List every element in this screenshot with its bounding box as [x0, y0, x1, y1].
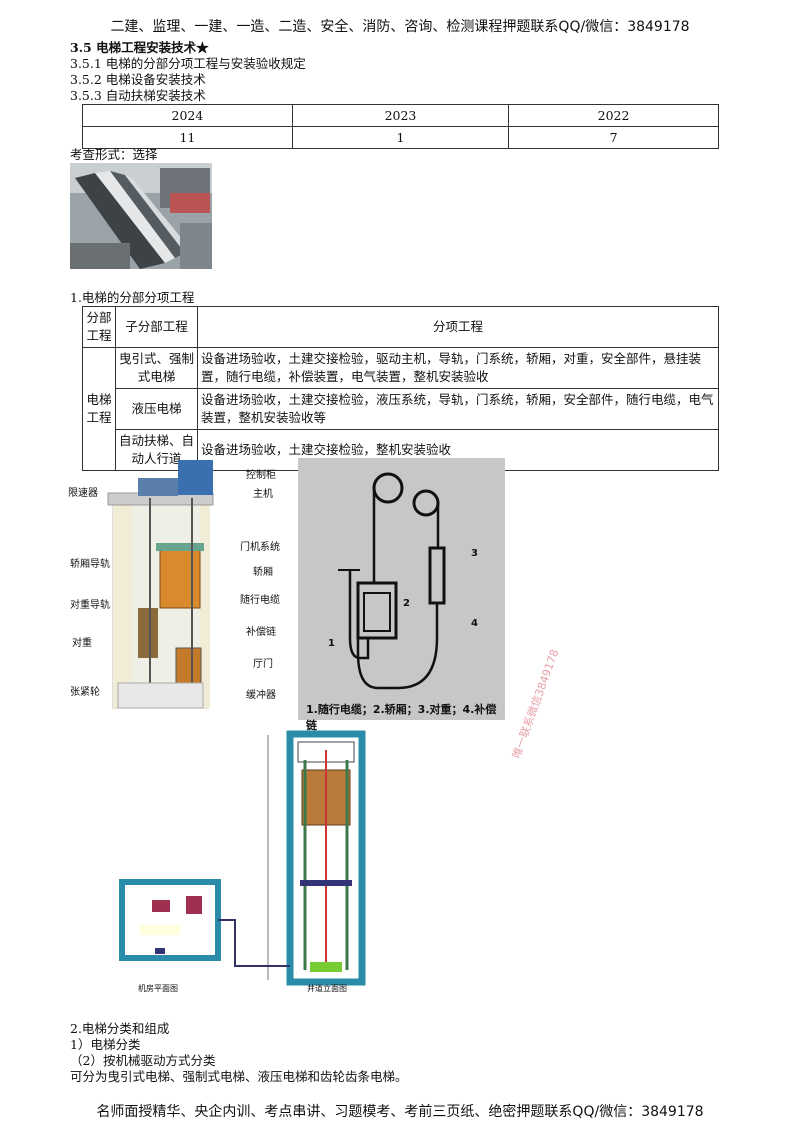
items-cell: 设备进场验收，土建交接检验，驱动主机，导轨，门系统，轿厢，对重，安全部件，悬挂装… — [197, 347, 719, 389]
items-cell: 设备进场验收，土建交接检验，液压系统，导轨，门系统，轿厢，安全部件，随行电缆，电… — [197, 388, 719, 430]
year-header: 2024 — [82, 104, 293, 127]
year-header: 2023 — [291, 104, 510, 127]
year-count: 1 — [291, 126, 510, 149]
watermark: 唯一联系微信3849178 — [509, 647, 562, 761]
heading-2: 2.电梯分类和组成 — [70, 1021, 170, 1036]
subdivision-table: 分部工程 子分部工程 分项工程 电梯工程 曳引式、强制式电梯 设备进场验收，土建… — [82, 306, 719, 471]
year-header: 2022 — [508, 104, 719, 127]
marker-1: 1 — [328, 638, 335, 649]
plan-caption: 机房平面图 — [138, 984, 178, 993]
heading-1: 1.电梯的分部分项工程 — [70, 290, 195, 305]
schematic-caption: 1.随行电缆；2.轿厢；3.对重；4.补偿链 — [306, 703, 497, 732]
drive-mode-line: （2）按机械驱动方式分类 — [70, 1053, 216, 1068]
label-car: 轿厢 — [253, 567, 273, 578]
col-header-subdivision: 子分部工程 — [115, 306, 198, 348]
years-table: 2024 2023 2022 11 1 7 — [82, 104, 719, 149]
classification-line: 1）电梯分类 — [70, 1037, 141, 1052]
subsection-2: 3.5.2 电梯设备安装技术 — [70, 72, 206, 87]
col-header-items: 分项工程 — [197, 306, 719, 348]
label-speed-governor: 限速器 — [68, 488, 98, 499]
subdivision-cell: 曳引式、强制式电梯 — [115, 347, 198, 389]
label-counterweight: 对重 — [72, 638, 92, 649]
page-header: 二建、监理、一建、一造、二造、安全、消防、咨询、检测课程押题联系QQ/微信：38… — [110, 19, 690, 35]
subsection-1: 3.5.1 电梯的分部分项工程与安装验收规定 — [70, 56, 306, 71]
division-cell: 电梯工程 — [82, 347, 116, 471]
label-door-system: 门机系统 — [240, 542, 280, 553]
elevator-cutaway-diagram: 限速器 轿厢导轨 对重导轨 对重 张紧轮 控制柜 主机 门机系统 轿厢 随行电缆… — [68, 458, 296, 720]
label-car-rail: 轿厢导轨 — [70, 559, 110, 570]
escalator-photo — [70, 163, 212, 269]
exam-form: 考查形式：选择 — [70, 147, 158, 162]
label-tension-pulley: 张紧轮 — [70, 687, 100, 698]
page-footer: 名师面授精华、央企内训、考点串讲、习题模考、考前三页纸、绝密押题联系QQ/微信：… — [96, 1104, 704, 1120]
marker-4: 4 — [471, 618, 478, 629]
label-buffer: 缓冲器 — [246, 690, 276, 701]
year-count: 11 — [82, 126, 293, 149]
elevator-schematic-diagram: 3 2 4 1 1.随行电缆；2.轿厢；3.对重；4.补偿链 — [298, 458, 505, 732]
marker-3: 3 — [471, 548, 478, 559]
subdivision-cell: 液压电梯 — [115, 388, 198, 430]
year-count: 7 — [508, 126, 719, 149]
section-title: 3.5 电梯工程安装技术★ — [70, 40, 209, 55]
elevator-plan-elevation-diagram: 机房平面图 井道立面图 — [100, 730, 400, 1000]
drive-types-line: 可分为曳引式电梯、强制式电梯、液压电梯和齿轮齿条电梯。 — [70, 1069, 408, 1084]
label-landing-door: 厅门 — [253, 659, 273, 670]
label-traveling-cable: 随行电缆 — [240, 595, 280, 606]
label-control-cabinet: 控制柜 — [246, 470, 276, 481]
col-header-division: 分部工程 — [82, 306, 116, 348]
elevation-caption: 井道立面图 — [307, 984, 347, 993]
label-cwt-rail: 对重导轨 — [70, 600, 110, 611]
marker-2: 2 — [403, 598, 410, 609]
label-main-machine: 主机 — [253, 489, 273, 500]
subsection-3: 3.5.3 自动扶梯安装技术 — [70, 88, 206, 103]
label-compensation-chain: 补偿链 — [246, 627, 276, 638]
